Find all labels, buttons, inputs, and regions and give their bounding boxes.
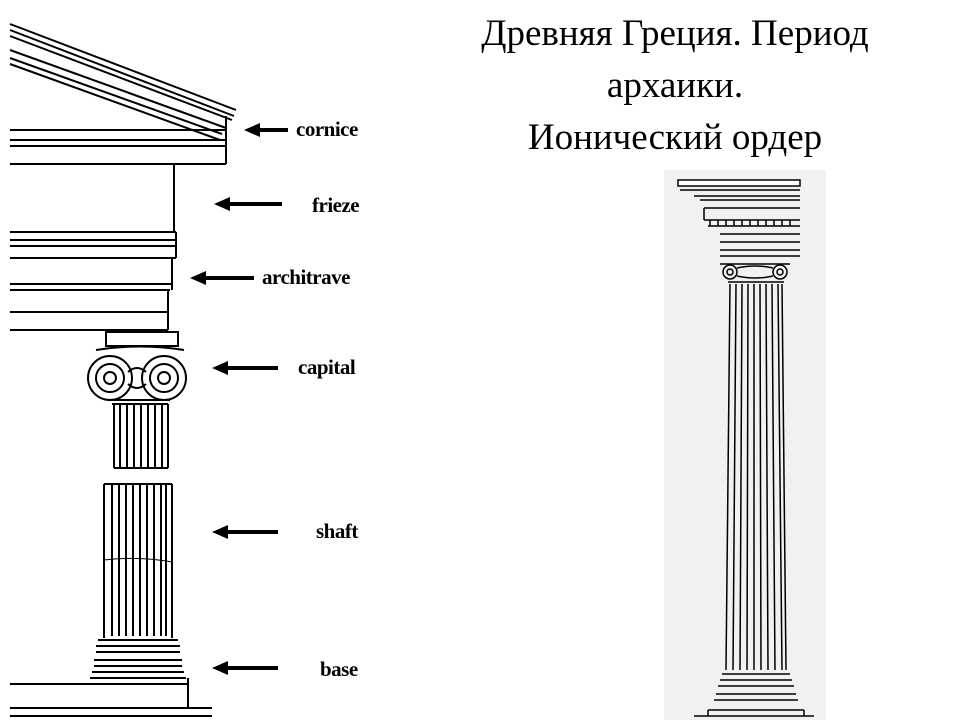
lower-shaft-drawing xyxy=(103,483,173,638)
page-title: Древняя Греция. Период архаики. Ионическ… xyxy=(420,8,930,164)
label-shaft: shaft xyxy=(316,519,358,543)
entablature-drawing xyxy=(677,179,801,257)
base-drawing xyxy=(10,639,212,717)
arrow-capital xyxy=(212,361,278,375)
upper-shaft-drawing xyxy=(113,404,169,469)
ionic-column-illustration xyxy=(664,170,826,720)
label-base: base xyxy=(320,657,358,681)
title-line-3: Ионический ордер xyxy=(527,117,823,158)
arrow-architrave xyxy=(190,271,254,285)
arrow-cornice xyxy=(244,123,288,137)
fluted-shaft-drawing xyxy=(725,283,787,671)
label-architrave: architrave xyxy=(262,265,350,289)
column-base-drawing xyxy=(694,673,814,717)
label-capital: capital xyxy=(298,355,356,379)
arrow-base xyxy=(212,661,278,675)
label-frieze: frieze xyxy=(312,193,359,217)
arrow-frieze xyxy=(214,197,282,211)
title-line-2: архаики. xyxy=(606,65,744,106)
architrave-drawing xyxy=(10,231,177,331)
ionic-capital-drawing xyxy=(720,263,790,283)
pediment-drawing xyxy=(9,23,237,165)
order-parts-diagram: cornice frieze architrave capital shaft … xyxy=(9,23,360,717)
title-line-1: Древняя Греция. Период xyxy=(481,13,869,54)
capital-drawing xyxy=(87,331,187,405)
arrow-shaft xyxy=(212,525,278,539)
label-cornice: cornice xyxy=(296,117,358,141)
scan-background xyxy=(664,170,826,720)
